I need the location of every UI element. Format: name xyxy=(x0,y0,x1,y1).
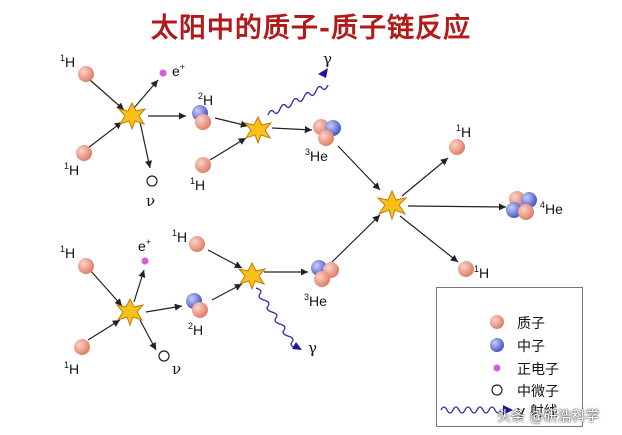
positron xyxy=(159,69,167,77)
proton xyxy=(189,236,205,252)
reaction-flash-5 xyxy=(237,261,267,291)
proton xyxy=(518,204,534,220)
label-neutrino: ν xyxy=(172,360,182,378)
proton-icon xyxy=(490,315,504,329)
watermark: 头条 @研浩科学 xyxy=(497,409,600,425)
label-1h: 1H xyxy=(64,161,80,178)
label-1h: 1H xyxy=(190,176,206,193)
label-2h: 2H xyxy=(198,91,214,108)
neutrino xyxy=(158,350,170,362)
legend-label: 质子 xyxy=(517,316,545,332)
positron-icon xyxy=(493,364,501,372)
label-4he: 4He xyxy=(540,200,563,217)
label-3he: 3He xyxy=(305,147,328,164)
diagram-title: 太阳中的质子-质子链反应 xyxy=(150,13,472,44)
reaction-flash-2 xyxy=(243,115,273,145)
reaction-flash-4 xyxy=(115,297,145,327)
proton xyxy=(314,271,330,287)
proton xyxy=(78,258,94,274)
proton xyxy=(458,261,474,277)
gamma-ray-icon xyxy=(440,405,513,415)
proton xyxy=(74,339,90,355)
gamma-ray-top xyxy=(267,68,329,116)
label-1h: 1H xyxy=(60,53,76,70)
proton xyxy=(76,145,92,161)
label-2h: 2H xyxy=(188,321,204,338)
proton xyxy=(449,139,465,155)
label-1h: 1H xyxy=(64,360,80,377)
proton xyxy=(192,302,208,318)
legend-item-positron: 正电子 xyxy=(437,358,582,378)
neutron xyxy=(506,202,522,218)
legend-item-gamma-ray: γ 射线 xyxy=(437,400,582,420)
gamma-ray-bottom xyxy=(255,287,302,350)
legend-label: 中微子 xyxy=(517,384,559,400)
label-positron: e+ xyxy=(172,62,186,79)
neutrino xyxy=(146,175,158,187)
reaction-flash-1 xyxy=(117,101,147,131)
proton xyxy=(318,130,334,146)
neutron xyxy=(521,192,537,208)
legend: 质子 中子 正电子 中微子 γ 射线 xyxy=(436,287,583,427)
legend-label: 正电子 xyxy=(517,362,559,378)
label-gamma: γ xyxy=(323,50,332,68)
proton xyxy=(195,157,211,173)
label-positron: e+ xyxy=(138,237,152,254)
proton xyxy=(78,66,94,82)
neutron-icon xyxy=(490,338,504,352)
label-1h-output: 1H xyxy=(456,123,472,140)
arrows xyxy=(87,79,507,351)
reaction-flash-3 xyxy=(376,189,408,221)
label-1h: 1H xyxy=(172,228,188,245)
proton xyxy=(195,114,211,130)
legend-label: 中子 xyxy=(517,339,545,355)
positron xyxy=(141,257,149,265)
label-3he: 3He xyxy=(304,292,327,309)
legend-label: γ 射线 xyxy=(517,404,558,420)
legend-item-proton: 质子 xyxy=(437,312,582,332)
label-gamma: γ xyxy=(308,339,317,357)
legend-item-neutrino: 中微子 xyxy=(437,380,582,400)
label-1h-output: 1H xyxy=(474,264,490,281)
label-neutrino: ν xyxy=(146,192,156,210)
legend-item-neutron: 中子 xyxy=(437,335,582,355)
neutrino-icon xyxy=(491,384,503,396)
label-1h: 1H xyxy=(60,244,76,261)
